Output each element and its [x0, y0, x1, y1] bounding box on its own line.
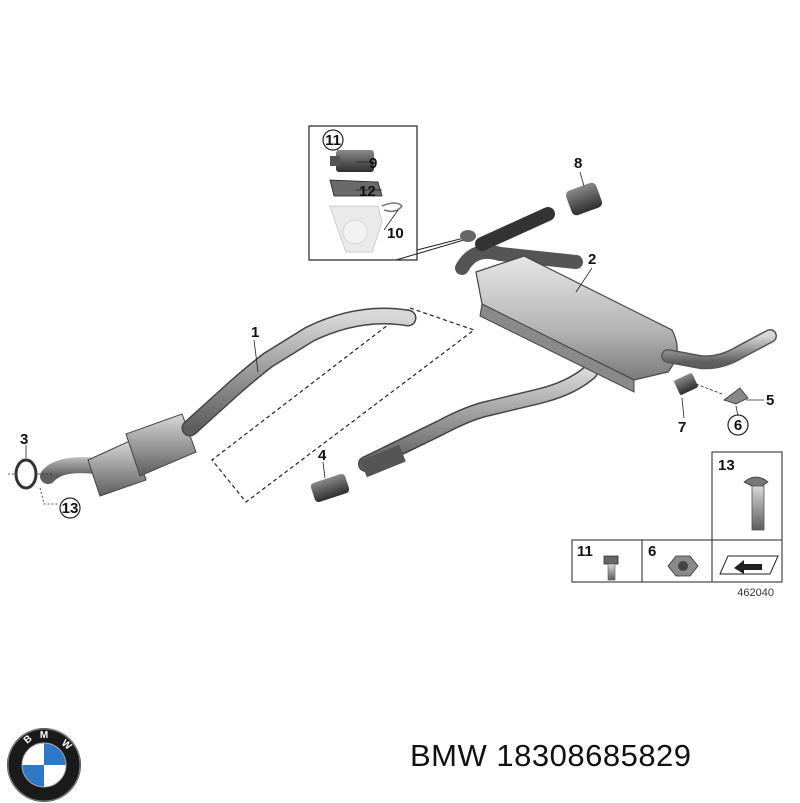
bracket-part [329, 179, 383, 197]
actuator-part [336, 150, 374, 172]
dashed-outline [211, 307, 476, 503]
callout-8: 8 [574, 155, 582, 172]
pipe-clamp [310, 461, 350, 503]
carriage-bolt-icon [743, 476, 769, 487]
callout-7: 7 [678, 419, 686, 436]
bmw-logo: B M W [7, 728, 81, 802]
callout-circle-13-left [59, 497, 81, 519]
pipe-connector [460, 171, 603, 251]
callout-10: 10 [387, 225, 404, 242]
callout-5: 5 [766, 392, 774, 409]
hex-bolt-icon [603, 555, 619, 565]
legend-table: 13 11 6 [571, 451, 783, 583]
legend-13-label: 13 [718, 457, 735, 474]
svg-text:M: M [40, 730, 48, 741]
callout-12: 12 [359, 183, 376, 200]
callout-13-left: 13 [62, 500, 79, 517]
callout-3: 3 [20, 431, 28, 448]
diagram-ref-number: 462040 [737, 587, 774, 599]
cable-part [381, 202, 403, 213]
callout-1: 1 [251, 324, 259, 341]
callout-circle-11-top [322, 129, 344, 151]
rear-pipe [358, 364, 598, 478]
rear-muffler [455, 244, 777, 393]
rubber-hanger-part [674, 373, 698, 395]
part-number: 18308685829 [496, 738, 692, 773]
callout-2: 2 [588, 251, 596, 268]
inset-box-top: 11 9 12 10 [308, 125, 465, 261]
brand-part-number: BMW 18308685829 [410, 738, 692, 774]
rubber-mount-part [565, 182, 603, 216]
front-pipe-with-catalyst [40, 307, 417, 497]
callout-11-top: 11 [325, 132, 341, 149]
legend-6-label: 6 [648, 543, 656, 560]
gasket-ring [8, 445, 58, 505]
bracket-5-part [723, 387, 749, 405]
callout-9: 9 [369, 155, 377, 172]
callout-circle-6 [727, 414, 749, 436]
legend-11-label: 11 [577, 543, 593, 560]
brand-name: BMW [410, 738, 488, 773]
callout-6: 6 [734, 417, 742, 434]
hanger-parts [674, 373, 764, 419]
callout-4: 4 [318, 447, 327, 464]
